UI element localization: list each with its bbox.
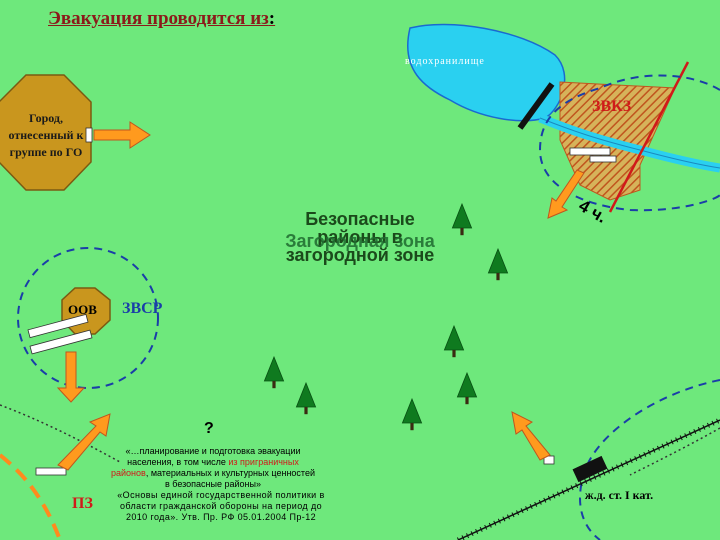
- city-arrow: [85, 121, 151, 149]
- station-arrow: [511, 411, 555, 465]
- zvkz-arrow: [547, 147, 617, 219]
- pz-label: ПЗ: [72, 495, 93, 512]
- city-label: Город, отнесенный к группе по ГО: [8, 111, 84, 159]
- tree-icon: [487, 248, 509, 281]
- station-zone-boundary: [579, 379, 720, 540]
- suburban-zone-label: Загородная зона: [285, 231, 435, 251]
- document-reference: «Основы единой государственной политики …: [117, 490, 325, 522]
- tree-icon: [443, 325, 465, 358]
- danger-zone-boundary: [538, 74, 720, 212]
- railway: [457, 419, 720, 540]
- pz-arrow: [35, 413, 111, 476]
- quote-text: «…планирование и подготовка эвакуации на…: [111, 446, 315, 489]
- safe-area-label: Безопасные районы в загородной зоне: [285, 209, 435, 265]
- road-left: [0, 404, 121, 463]
- border-line: [608, 61, 690, 213]
- question-mark: ?: [204, 420, 214, 437]
- oov-zone-boundary: [17, 247, 159, 389]
- pz-border: [0, 453, 62, 540]
- zvkz-label: ЗВКЗ: [592, 98, 632, 115]
- station-building: [572, 455, 608, 483]
- page-title: Эвакуация проводится из:: [48, 8, 276, 29]
- reservoir-label: водохранилище: [405, 56, 485, 67]
- oov-label: ООВ: [68, 302, 97, 317]
- reservoir-shape: [407, 23, 566, 122]
- zvsr-label: ЗВСР: [122, 300, 163, 317]
- road-right: [629, 427, 720, 476]
- tree-icon: [451, 203, 473, 236]
- oov-arrow: [27, 313, 93, 403]
- tree-icon: [263, 356, 285, 389]
- tree-icon: [456, 372, 478, 405]
- tree-icon: [401, 398, 423, 431]
- city-octagon: [0, 74, 92, 191]
- tree-icon: [295, 382, 317, 415]
- dam: [517, 82, 555, 130]
- station-label: ж.д. ст. I кат.: [584, 488, 654, 502]
